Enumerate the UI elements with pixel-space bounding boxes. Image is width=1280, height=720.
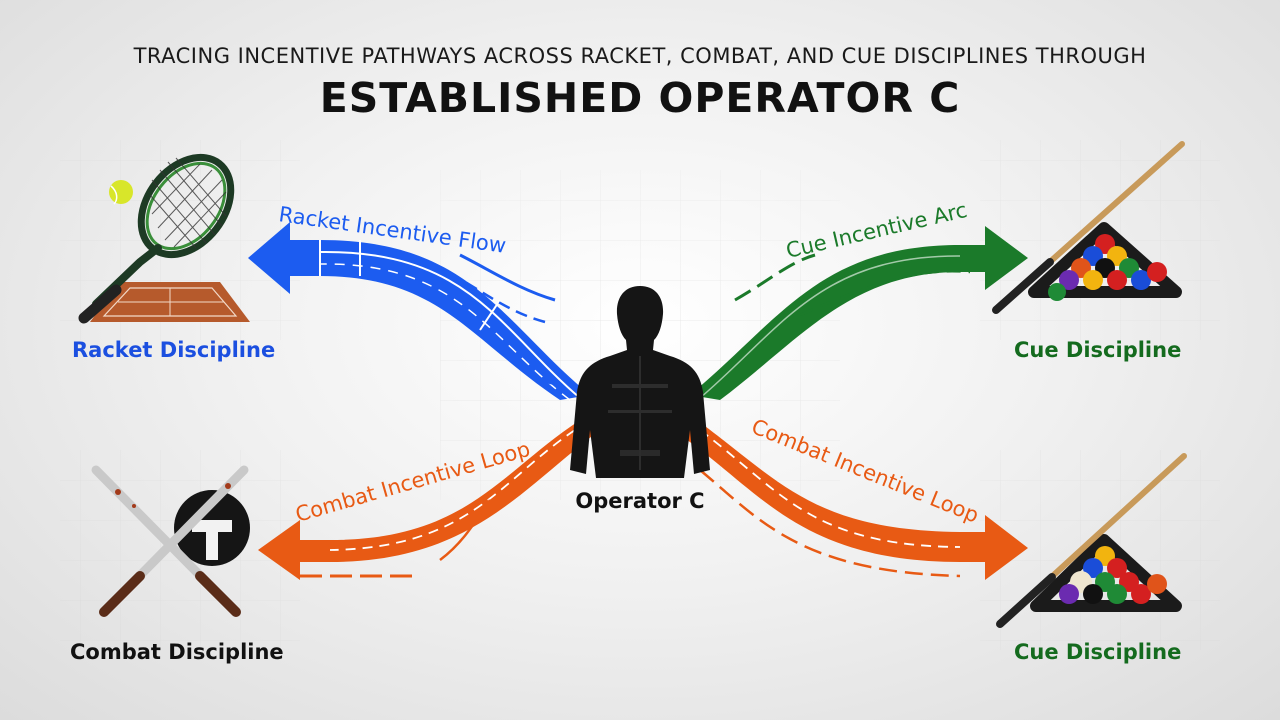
cue-flow-arrow xyxy=(690,226,1028,400)
combat-left-flow-arrow xyxy=(258,415,600,580)
title-line-2: ESTABLISHED OPERATOR C xyxy=(319,74,961,122)
cue-bottom-node-label: Cue Discipline xyxy=(1014,640,1181,664)
cue-top-node-label: Cue Discipline xyxy=(1014,338,1181,362)
billiard-rack-cue-icon xyxy=(996,453,1187,628)
silhouette-person-icon xyxy=(570,286,710,478)
title-line-1: TRACING INCENTIVE PATHWAYS ACROSS RACKET… xyxy=(133,44,1147,68)
combat-right-flow-arrow xyxy=(680,415,1028,580)
crossed-bats-helmet-icon xyxy=(91,465,250,617)
operator-label: Operator C xyxy=(575,489,704,513)
tennis-racket-court-icon xyxy=(78,153,250,324)
billiard-rack-cue-icon xyxy=(992,141,1185,314)
racket-flow-arrow xyxy=(248,222,590,401)
racket-node-label: Racket Discipline xyxy=(72,338,275,362)
combat-node-label: Combat Discipline xyxy=(70,640,284,664)
